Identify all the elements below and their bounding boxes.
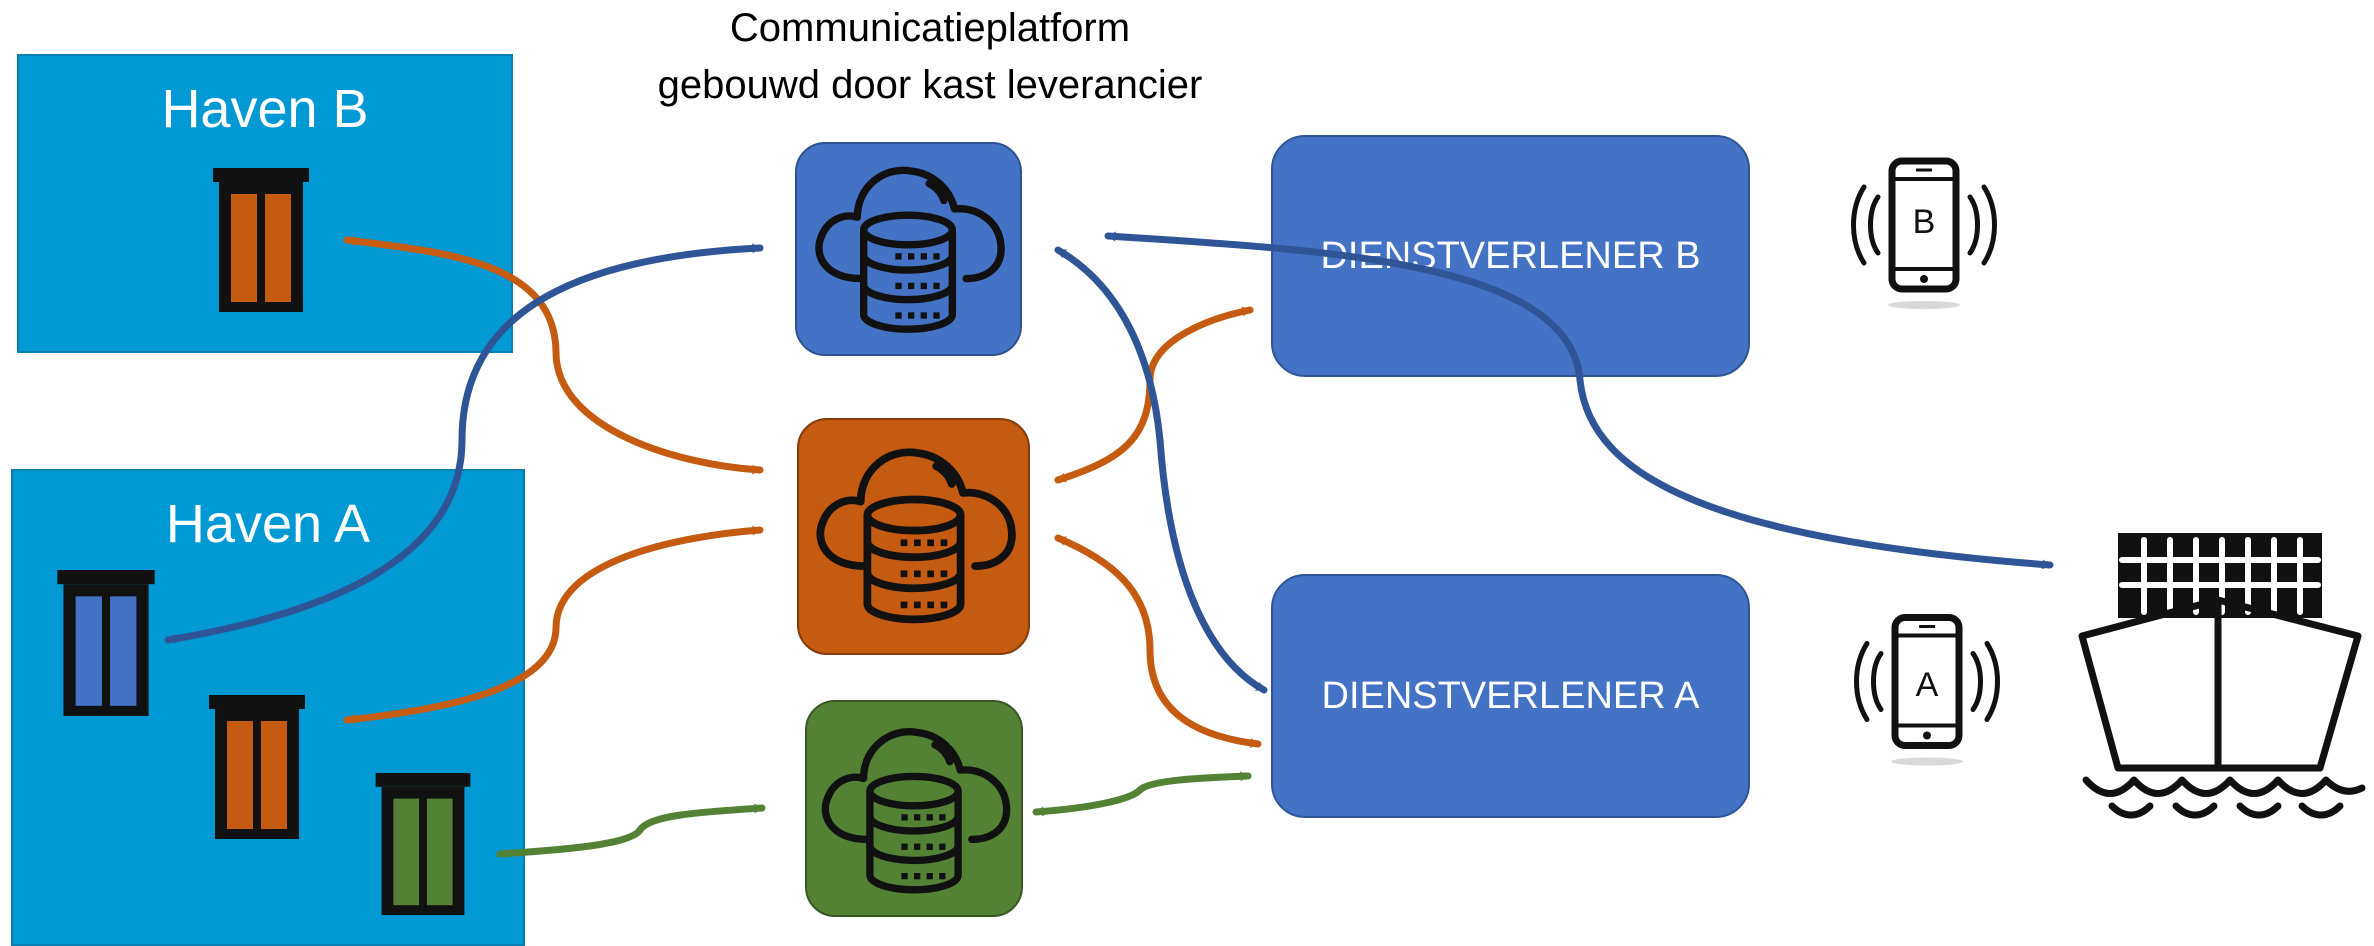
cloud-server-icon-blue [819,170,1001,329]
locker-icon-haven-a-blue [57,570,155,716]
cloud-server-icon-orange [820,452,1012,619]
dienstverlener-a-box: DIENSTVERLENER A [1271,574,1750,818]
arrow-blue-platform-to-ship [1104,231,2054,570]
locker-icon-haven-a-orange [209,695,305,839]
platform-title-line1: Communicatieplatform [729,6,1131,50]
dienstverlener-a-label: DIENSTVERLENER A [1321,674,1700,717]
locker-icon-haven-a-green [375,772,471,916]
arrow-blue-haven-a-to-platform [164,243,764,644]
arrow-orange-haven-b-to-platform [343,236,764,475]
platform-title: Communicatieplatform gebouwd door kast l… [580,0,1280,114]
cloud-platform-blue [795,142,1022,356]
arrow-orange-platform-to-dienstverlener-a [1054,534,1262,748]
phone-b-letter: B [1913,203,1936,241]
platform-title-line2: gebouwd door kast leverancier [657,63,1203,107]
arrow-green-platform-to-dienstverlener-a [1032,771,1252,817]
container-ship-icon [2078,533,2366,819]
arrow-orange-haven-a-to-platform [343,525,764,725]
arrow-green-haven-a-to-platform [496,803,766,859]
smartphone-icon-b: B [1854,161,1995,309]
locker-icon-haven-b-orange [213,168,309,312]
cloud-server-icon-green [825,732,1006,890]
smartphone-icon-a: A [1857,618,1998,766]
haven-b-title: Haven B [161,79,369,139]
phone-a-letter: A [1916,666,1939,704]
